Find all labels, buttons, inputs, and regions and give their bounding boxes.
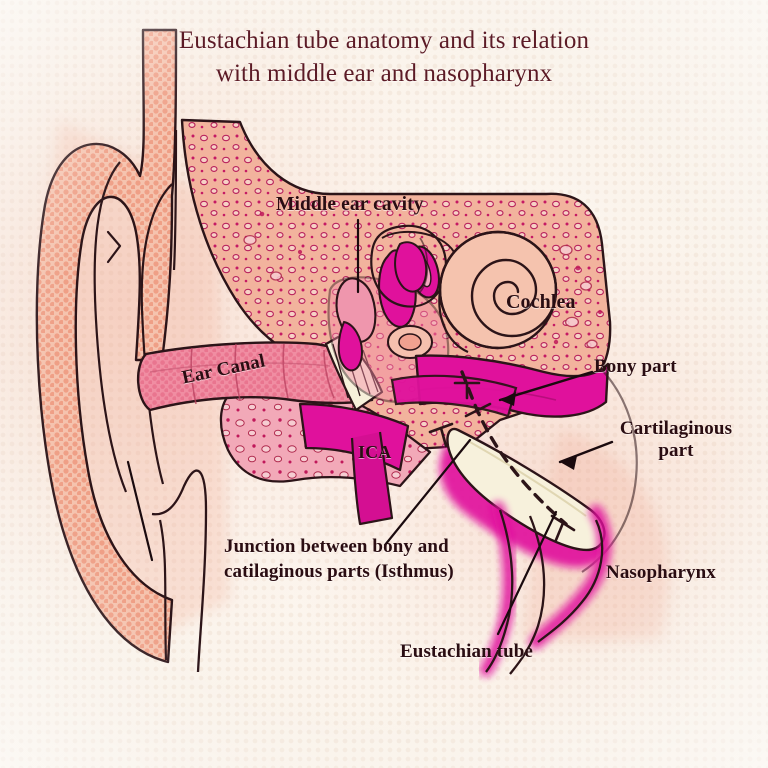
label-isthmus-junction: Junction between bony and catilaginous pa… xyxy=(224,535,454,584)
figure-title-line1: Eustachian tube anatomy and its relation xyxy=(178,27,590,54)
label-middle-ear-cavity: Middle ear cavity xyxy=(276,194,424,215)
label-isthmus-junction-line1: Junction between bony and xyxy=(224,536,449,557)
label-ica: ICA xyxy=(358,442,392,462)
label-bony-part: Bony part xyxy=(594,356,677,377)
figure-title: Eustachian tube anatomy and its relation… xyxy=(0,24,768,90)
oval-window xyxy=(387,325,433,359)
label-isthmus-junction-line2: catilaginous parts (Isthmus) xyxy=(224,560,454,582)
label-cartilaginous-part-line1: Cartilaginous xyxy=(619,418,733,439)
label-cartilaginous-part-line2: part xyxy=(658,440,694,462)
figure-title-line2: with middle ear and nasopharynx xyxy=(215,60,553,87)
label-nasopharynx: Nasopharynx xyxy=(606,562,716,583)
label-cochlea: Cochlea xyxy=(506,291,576,313)
label-eustachian-tube: Eustachian tube xyxy=(400,641,533,662)
